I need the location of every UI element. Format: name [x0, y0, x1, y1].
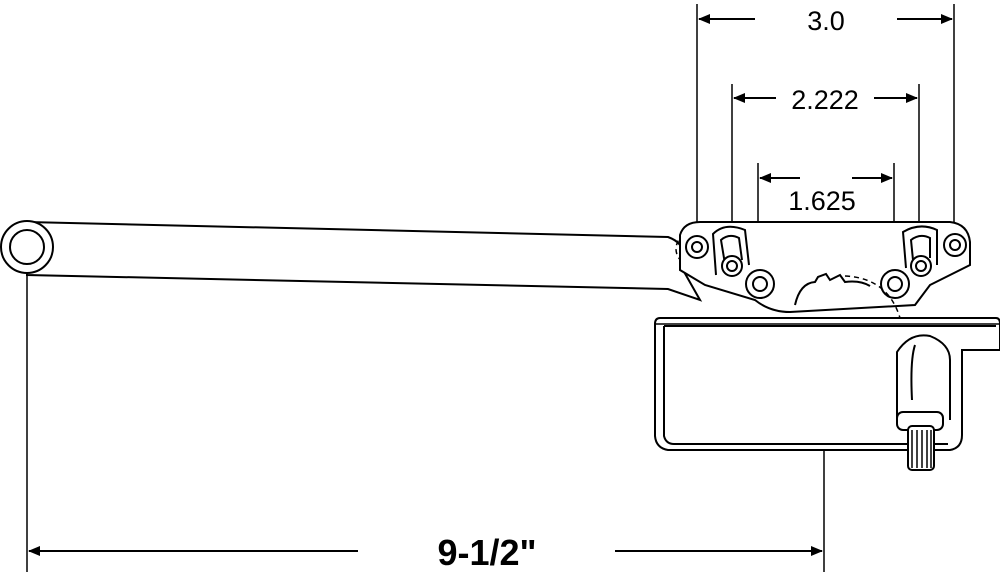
- plate-hole-2-inner: [752, 276, 768, 292]
- dimension-label-3: 3.0: [807, 6, 845, 36]
- plate-hole-arm-pivot-inner: [691, 241, 703, 253]
- arm-roller-inner: [9, 229, 45, 265]
- gear-housing: [654, 317, 1000, 471]
- plate-slot-left: [711, 225, 750, 276]
- mounting-plate: [679, 221, 971, 319]
- crank-boss-highlight: [910, 344, 916, 401]
- gear-hidden-outline: [844, 275, 901, 319]
- dimension-label-overall: 9-1/2": [437, 532, 536, 573]
- plate-slot-right-inner: [909, 234, 931, 261]
- housing-inner-outline: [663, 326, 948, 445]
- plate-hole-4-inner: [915, 260, 927, 272]
- gear-segment: [794, 272, 871, 306]
- dimension-label-1625: 1.625: [788, 186, 856, 216]
- plate-hole-3-inner: [887, 276, 903, 292]
- crank-boss: [896, 334, 951, 420]
- plate-slot-right: [901, 225, 938, 269]
- plate-hole-1-inner: [726, 260, 738, 272]
- plate-hole-5-inner: [949, 239, 961, 251]
- operator-arm: [0, 220, 709, 302]
- dimension-label-2222: 2.222: [791, 85, 859, 115]
- plate-slot-left-inner: [719, 234, 743, 265]
